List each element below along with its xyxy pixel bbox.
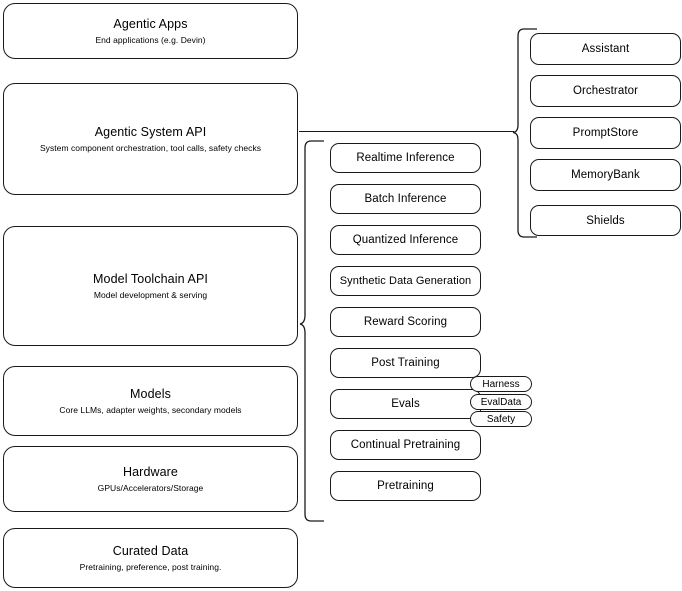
component-assistant[interactable]: Assistant xyxy=(530,33,681,65)
layer-subtitle: Model development & serving xyxy=(93,289,208,300)
evals-subcomponent-evaldata[interactable]: EvalData xyxy=(470,394,532,410)
component-orchestrator[interactable]: Orchestrator xyxy=(530,75,681,107)
layer-subtitle: Core LLMs, adapter weights, secondary mo… xyxy=(59,404,242,415)
component-evals[interactable]: Evals xyxy=(330,389,481,419)
layer-title: Models xyxy=(130,386,171,401)
layer-model-toolchain-api[interactable]: Model Toolchain API Model development & … xyxy=(3,226,298,346)
layer-subtitle: System component orchestration, tool cal… xyxy=(39,142,262,153)
evals-subcomponent-safety[interactable]: Safety xyxy=(470,411,532,427)
layer-title: Agentic Apps xyxy=(113,16,188,31)
layer-title: Curated Data xyxy=(112,543,189,558)
layer-subtitle: GPUs/Accelerators/Storage xyxy=(97,482,204,493)
component-memorybank[interactable]: MemoryBank xyxy=(530,159,681,191)
component-quantized-inference[interactable]: Quantized Inference xyxy=(330,225,481,255)
layer-subtitle: End applications (e.g. Devin) xyxy=(95,34,206,45)
component-reward-scoring[interactable]: Reward Scoring xyxy=(330,307,481,337)
component-realtime-inference[interactable]: Realtime Inference xyxy=(330,143,481,173)
component-pretraining[interactable]: Pretraining xyxy=(330,471,481,501)
layer-agentic-apps[interactable]: Agentic Apps End applications (e.g. Devi… xyxy=(3,3,298,59)
toolchain-brace xyxy=(299,140,324,522)
layer-hardware[interactable]: Hardware GPUs/Accelerators/Storage xyxy=(3,446,298,512)
component-shields[interactable]: Shields xyxy=(530,205,681,236)
component-promptstore[interactable]: PromptStore xyxy=(530,117,681,149)
layer-curated-data[interactable]: Curated Data Pretraining, preference, po… xyxy=(3,528,298,588)
connector-agentic-system-to-components xyxy=(299,131,514,133)
layer-agentic-system-api[interactable]: Agentic System API System component orch… xyxy=(3,83,298,195)
evals-subcomponent-harness[interactable]: Harness xyxy=(470,376,532,392)
layer-title: Hardware xyxy=(123,464,178,479)
layer-models[interactable]: Models Core LLMs, adapter weights, secon… xyxy=(3,366,298,436)
layer-title: Model Toolchain API xyxy=(93,271,208,286)
component-synthetic-data-generation[interactable]: Synthetic Data Generation xyxy=(330,266,481,296)
component-continual-pretraining[interactable]: Continual Pretraining xyxy=(330,430,481,460)
component-post-training[interactable]: Post Training xyxy=(330,348,481,378)
layer-title: Agentic System API xyxy=(94,124,207,139)
layer-subtitle: Pretraining, preference, post training. xyxy=(79,561,222,572)
component-batch-inference[interactable]: Batch Inference xyxy=(330,184,481,214)
